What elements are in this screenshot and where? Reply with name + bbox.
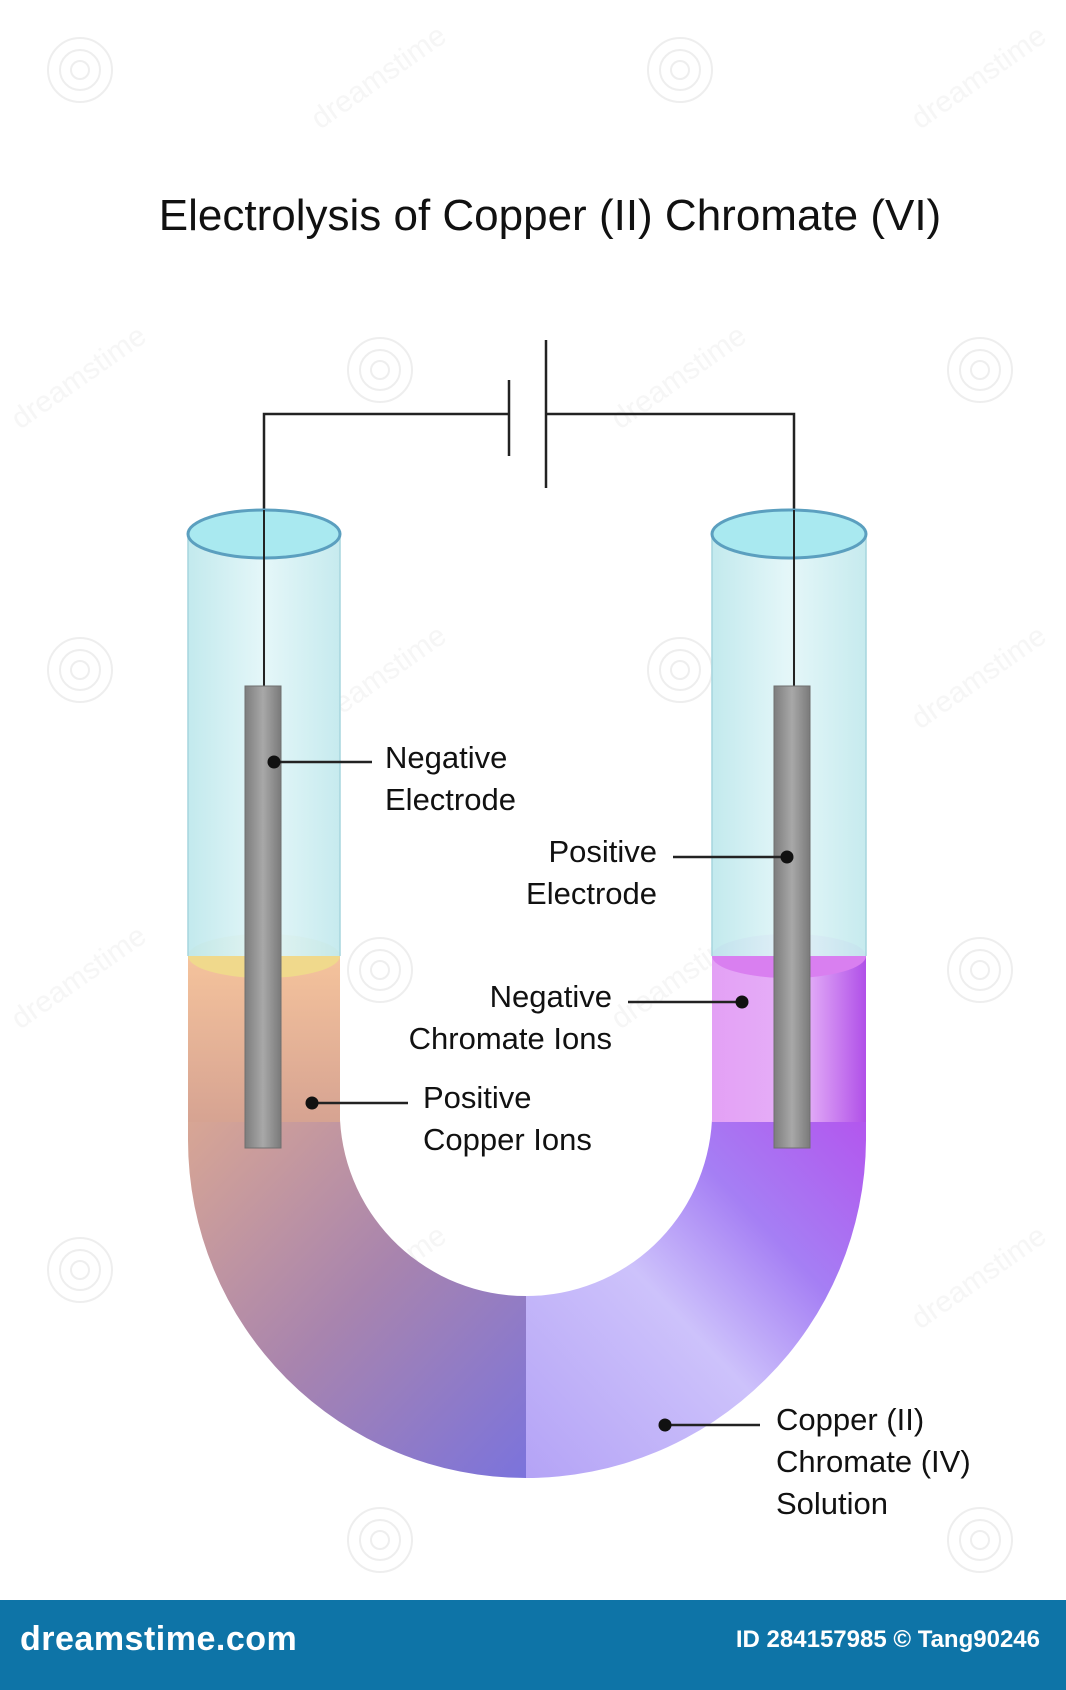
solution-label: Copper (II) Chromate (IV) Solution bbox=[776, 1402, 971, 1521]
watermark-text: dreamstime bbox=[305, 19, 452, 136]
negative-electrode bbox=[244, 685, 282, 1149]
positive-copper-ions-label: Positive Copper Ions bbox=[423, 1080, 592, 1157]
svg-text:Negative: Negative bbox=[490, 979, 612, 1014]
watermark-text: dreamstime bbox=[5, 919, 152, 1036]
watermark-text: dreamstime bbox=[905, 19, 1052, 136]
label-pointers bbox=[267, 755, 794, 1432]
positive-electrode bbox=[773, 685, 811, 1149]
svg-text:Negative: Negative bbox=[385, 740, 507, 775]
svg-text:Positive: Positive bbox=[548, 834, 657, 869]
negative-electrode-label: Negative Electrode bbox=[385, 740, 516, 817]
svg-text:Chromate Ions: Chromate Ions bbox=[409, 1021, 612, 1056]
dreamstime-logo: dreamstime.com bbox=[20, 1620, 298, 1658]
negative-chromate-ions-label: Negative Chromate Ions bbox=[409, 979, 612, 1056]
watermark-text: dreamstime bbox=[605, 319, 752, 436]
svg-text:Electrode: Electrode bbox=[385, 782, 516, 817]
svg-text:Solution: Solution bbox=[776, 1486, 888, 1521]
u-bend-left-liquid bbox=[188, 1120, 526, 1478]
positive-electrode-label: Positive Electrode bbox=[526, 834, 657, 911]
image-credit: ID 284157985 © Tang90246 bbox=[735, 1626, 1040, 1653]
watermark-text: dreamstime bbox=[5, 319, 152, 436]
svg-text:Positive: Positive bbox=[423, 1080, 532, 1115]
u-bend-right-liquid bbox=[526, 1120, 866, 1478]
diagram-title: Electrolysis of Copper (II) Chromate (VI… bbox=[159, 191, 941, 240]
right-tube-rim bbox=[710, 508, 868, 560]
watermark-footer: dreamstime.com ID 284157985 © Tang90246 bbox=[0, 1600, 1066, 1690]
u-tube bbox=[186, 508, 868, 1478]
watermark-text: dreamstime bbox=[905, 619, 1052, 736]
svg-text:Copper Ions: Copper Ions bbox=[423, 1122, 592, 1157]
watermark-text: dreamstime bbox=[905, 1219, 1052, 1336]
svg-text:Electrode: Electrode bbox=[526, 876, 657, 911]
svg-text:Chromate (IV): Chromate (IV) bbox=[776, 1444, 971, 1479]
svg-text:Copper (II): Copper (II) bbox=[776, 1402, 924, 1437]
